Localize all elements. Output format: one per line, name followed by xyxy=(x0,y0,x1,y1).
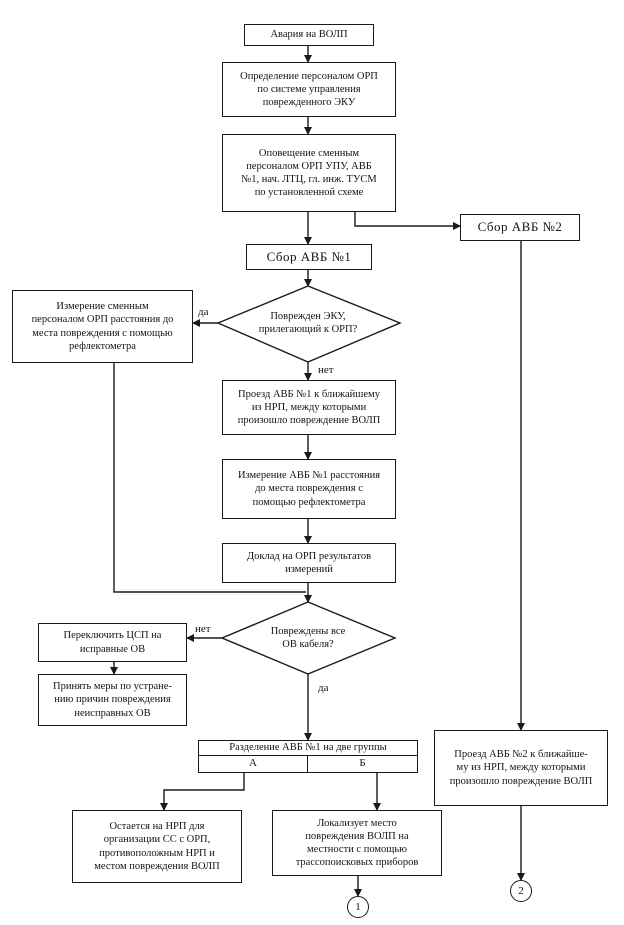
decision-all-fibers: Повреждены все ОВ кабеля? xyxy=(270,625,346,650)
connector-1: 1 xyxy=(347,896,369,918)
node-split-groups: Разделение АВБ №1 на две группы А Б xyxy=(198,740,418,773)
label-yes-1: да xyxy=(198,306,209,318)
split-title: Разделение АВБ №1 на две группы xyxy=(199,741,417,756)
node-travel-avb1: Проезд АВБ №1 к ближайшему из НРП, между… xyxy=(222,380,396,435)
node-staff-measure: Измерение сменным персоналом ОРП расстоя… xyxy=(12,290,193,363)
split-group-b: Б xyxy=(359,757,366,769)
label-no-1: нет xyxy=(318,364,334,376)
node-report: Доклад на ОРП результатов измерений xyxy=(222,543,396,583)
node-travel-avb2: Проезд АВБ №2 к ближайше- му из НРП, меж… xyxy=(434,730,608,806)
node-localize: Локализует место повреждения ВОЛП на мес… xyxy=(272,810,442,876)
node-take-measures: Принять меры по устране- нию причин повр… xyxy=(38,674,187,726)
node-notify: Оповещение сменным персоналом ОРП УПУ, А… xyxy=(222,134,396,212)
node-measure-avb1: Измерение АВБ №1 расстояния до места пов… xyxy=(222,459,396,519)
node-accident: Авария на ВОЛП xyxy=(244,24,374,46)
decision-diamond-1 xyxy=(216,285,402,363)
arrow-staff-measure-to-merge xyxy=(113,363,306,593)
arrow-group-a xyxy=(160,773,245,811)
arrow-notify-to-collect2 xyxy=(354,212,461,230)
label-yes-2: да xyxy=(318,682,329,694)
label-no-2: нет xyxy=(195,623,211,635)
node-collect-avb1: Сбор АВБ №1 xyxy=(246,244,372,270)
node-determine-eku: Определение персоналом ОРП по системе уп… xyxy=(222,62,396,117)
node-collect-avb2: Сбор АВБ №2 xyxy=(460,214,580,241)
node-stay-nrp: Остается на НРП для организации СС с ОРП… xyxy=(72,810,242,883)
decision-diamond-2 xyxy=(220,601,397,675)
split-group-a: А xyxy=(199,756,308,772)
decision-eku-adjacent: Поврежден ЭКУ, прилегающий к ОРП? xyxy=(258,310,358,335)
connector-2: 2 xyxy=(510,880,532,902)
node-switch-dsp: Переключить ЦСП на исправные ОВ xyxy=(38,623,187,662)
